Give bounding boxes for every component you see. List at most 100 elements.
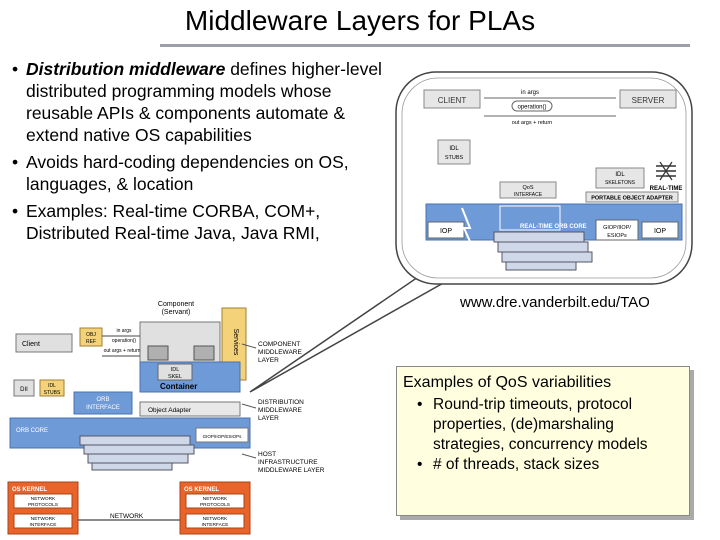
client-box: [15, 333, 73, 353]
svg-text:NETWORK: NETWORK: [31, 516, 56, 522]
client-label: Client: [22, 341, 40, 348]
svg-text:COMPONENT: COMPONENT: [258, 341, 300, 348]
hardware-stack-icon: [493, 231, 593, 271]
bullet-text: Examples: Real-time CORBA, COM+, Distrib…: [26, 201, 321, 243]
qos-variabilities-box: Examples of QoS variabilities • Round-tr…: [396, 366, 690, 516]
bullet-text: Avoids hard-coding dependencies on OS, l…: [26, 152, 349, 194]
layer-label-distribution: DISTRIBUTION MIDDLEWARE LAYER: [258, 399, 304, 422]
svg-text:MIDDLEWARE: MIDDLEWARE: [258, 349, 302, 356]
svg-text:DISTRIBUTION: DISTRIBUTION: [258, 399, 304, 406]
bullet-dot: •: [12, 201, 19, 221]
tao-iop-right: IOP: [654, 228, 666, 235]
svg-text:GIOP/IIOP/ESIOPs: GIOP/IIOP/ESIOPs: [203, 434, 243, 439]
services-label: Services: [232, 329, 239, 356]
tao-qos-interface-box: [499, 181, 557, 199]
tao-giop-box: [595, 219, 639, 241]
svg-text:STUBS: STUBS: [44, 390, 61, 396]
bullet-dot: •: [12, 59, 19, 79]
svg-text:PROTOCOLS: PROTOCOLS: [28, 502, 58, 508]
orb-core-label: ORB CORE: [16, 428, 48, 434]
bullet-list: • Distribution middleware defines higher…: [10, 58, 388, 249]
svg-text:LAYER: LAYER: [258, 415, 279, 422]
tao-poa-label: PORTABLE OBJECT ADAPTER: [591, 196, 673, 202]
svg-text:PROTOCOLS: PROTOCOLS: [200, 502, 230, 508]
hardware-stack-icon: [79, 435, 195, 471]
qos-title: Examples of QoS variabilities: [403, 374, 612, 391]
lightning-icon: [461, 207, 473, 247]
container-label: Container: [160, 382, 197, 391]
layer-label-host: HOST INFRASTRUCTURE MIDDLEWARE LAYER: [258, 451, 325, 474]
svg-text:QoS: QoS: [522, 185, 533, 191]
svg-text:SKEL: SKEL: [168, 374, 182, 380]
svg-text:ORB: ORB: [96, 397, 109, 403]
svg-text:NETWORK: NETWORK: [31, 496, 56, 502]
svg-text:INTERFACE: INTERFACE: [202, 522, 229, 528]
bullet-text: defines higher-level distributed program…: [26, 59, 382, 145]
bullet-emphasis: Distribution middleware: [26, 59, 226, 79]
tao-server-box: [619, 89, 677, 109]
component-label: Component: [158, 301, 194, 308]
tao-idl-stubs-box: [437, 139, 471, 165]
svg-text:STUBS: STUBS: [445, 155, 464, 161]
svg-text:IDL: IDL: [48, 383, 56, 389]
tao-poa-box: [585, 191, 679, 203]
tao-idl-skeletons-box: [595, 167, 645, 189]
object-adapter-label: Object Adapter: [148, 407, 192, 414]
svg-text:REF: REF: [86, 339, 96, 345]
tao-client-label: CLIENT: [438, 96, 467, 105]
svg-text:OS KERNEL: OS KERNEL: [12, 487, 47, 493]
bullet-examples: • Examples: Real-time CORBA, COM+, Distr…: [10, 200, 388, 244]
svg-text:NETWORK: NETWORK: [203, 496, 228, 502]
object-adapter-box: [139, 401, 241, 417]
svg-text:IDL: IDL: [449, 146, 459, 152]
bullet-avoid-hardcoding: • Avoids hard-coding dependencies on OS,…: [10, 151, 388, 195]
svg-text:INTERFACE: INTERFACE: [30, 522, 57, 528]
title-divider: [160, 44, 690, 47]
tao-client-box: [423, 89, 481, 109]
bullet-dot: •: [12, 152, 19, 172]
svg-text:IDL: IDL: [615, 172, 625, 178]
svg-text:INTERFACE: INTERFACE: [86, 405, 120, 411]
tao-in-args: in args: [521, 90, 539, 96]
svg-text:(Servant): (Servant): [162, 309, 191, 316]
bullet-dot: •: [417, 396, 423, 413]
dii-box: [13, 379, 35, 397]
tao-iop-right-box: [641, 221, 679, 239]
tao-iop-left: IOP: [440, 228, 452, 235]
svg-text:LAYER: LAYER: [258, 357, 279, 364]
svg-text:ESIOPs: ESIOPs: [607, 233, 627, 239]
svg-text:in args: in args: [116, 328, 132, 334]
qos-list: • Round-trip timeouts, protocol properti…: [403, 395, 683, 475]
obj-ref-box: [79, 327, 103, 347]
layer-label-component: COMPONENT MIDDLEWARE LAYER: [258, 341, 302, 364]
idl-stubs-box: [39, 379, 65, 397]
tao-orb-core-label: REAL-TIME ORB CORE: [520, 224, 587, 230]
tao-realtime-label: REAL-TIME: [650, 186, 683, 192]
svg-text:MIDDLEWARE: MIDDLEWARE: [258, 407, 302, 414]
bullet-distribution-middleware: • Distribution middleware defines higher…: [10, 58, 388, 146]
realtime-scheduler-icon: [656, 161, 676, 181]
tao-url-text: www.dre.vanderbilt.edu/TAO: [460, 294, 650, 311]
network-label: NETWORK: [110, 513, 144, 520]
page-title: Middleware Layers for PLAs: [184, 5, 536, 36]
svg-text:SKELETONS: SKELETONS: [605, 180, 636, 186]
svg-text:INTERFACE: INTERFACE: [514, 192, 543, 198]
bullet-dot: •: [417, 456, 423, 473]
tao-server-label: SERVER: [632, 96, 665, 105]
svg-text:operation(): operation(): [112, 338, 137, 344]
gioop-box: [195, 427, 249, 443]
svg-text:OS KERNEL: OS KERNEL: [184, 487, 219, 493]
qos-item: • Round-trip timeouts, protocol properti…: [417, 396, 648, 453]
svg-text:NETWORK: NETWORK: [203, 516, 228, 522]
orb-interface-box: [73, 391, 133, 415]
tao-operation: operation(): [517, 105, 546, 111]
svg-text:HOST: HOST: [258, 451, 276, 458]
idl-skel-box: [157, 363, 193, 381]
svg-text:MIDDLEWARE LAYER: MIDDLEWARE LAYER: [258, 467, 325, 474]
tao-out-args: out args + return: [512, 120, 553, 126]
qos-item: • # of threads, stack sizes: [417, 456, 600, 473]
svg-text:IDL: IDL: [171, 367, 180, 373]
svg-text:out args + return: out args + return: [104, 348, 141, 354]
